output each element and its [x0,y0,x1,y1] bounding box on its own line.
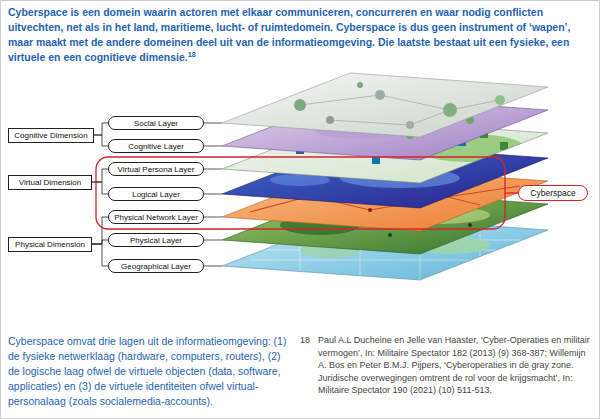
bracket-connector [92,240,108,244]
dimension-box: Physical Dimension [8,237,92,252]
box-label: Virtual Persona Layer [118,165,195,174]
layer-box: Physical Network Layer [108,210,204,224]
caption: Cyberspace omvat drie lagen uit de infor… [8,334,292,409]
box-label: Cyberspace [530,188,575,198]
layer-box: Geographical Layer [108,259,204,273]
bracket-connector [94,123,108,135]
bracket-connector [92,244,108,266]
layer-box: Logical Layer [108,187,204,201]
cyberspace-box: Cyberspace [518,185,588,201]
box-label: Cognitive Layer [128,142,184,151]
dimension-box: Virtual Dimension [8,175,92,190]
heading: Cyberspace is een domein waarin actoren … [8,5,594,65]
footnote-number: 18 [300,334,310,347]
box-label: Cognitive Dimension [14,131,87,140]
cyberspace-outline [96,157,505,229]
layer-box: Physical Layer [108,233,204,247]
box-label: Logical Layer [132,190,180,199]
dimension-box: Cognitive Dimension [8,128,94,143]
cyberspace-leader [505,192,518,193]
bracket-connector [94,135,108,146]
layer-box: Cognitive Layer [108,139,204,153]
bracket-connector [92,217,108,244]
heading-text: Cyberspace is een domein waarin actoren … [8,6,570,63]
layer-box: Social Layer [108,116,204,130]
layer-box: Virtual Persona Layer [108,162,204,176]
bracket-connector [92,169,108,182]
box-label: Physical Network Layer [114,213,198,222]
box-label: Physical Dimension [15,240,85,249]
box-label: Virtual Dimension [19,178,82,187]
social-plane [222,73,548,137]
box-label: Geographical Layer [121,262,191,271]
box-label: Physical Layer [130,236,182,245]
footnote-text: Paul A.L Ducheine en Jelle van Haaster, … [318,334,592,397]
box-label: Social Layer [134,119,178,128]
bracket-connector [92,182,108,194]
footnote-ref: 18 [188,50,196,59]
